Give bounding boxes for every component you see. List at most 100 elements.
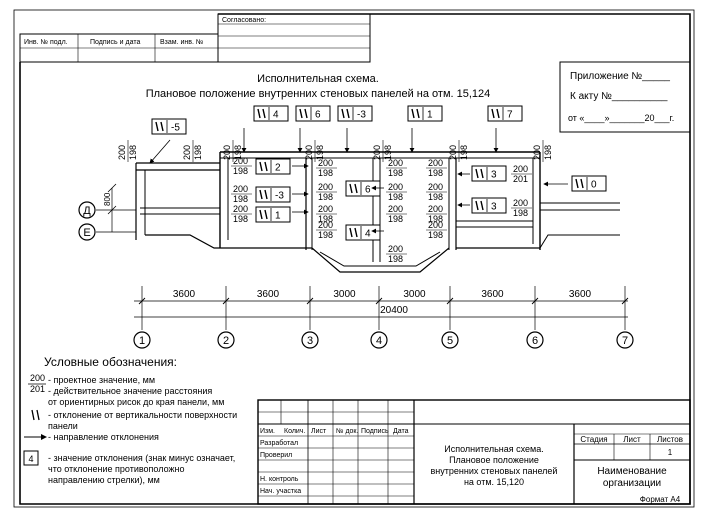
design-value: 200: [304, 145, 314, 160]
axis-4-circle: [370, 331, 388, 349]
callout-c-6: 6: [295, 105, 331, 122]
actual-value: 198: [428, 192, 443, 202]
deviation-arrow: [149, 139, 171, 164]
callout-c-4: 4: [253, 105, 289, 122]
legend-item-3b: панели: [48, 421, 78, 431]
callout-value: -3: [275, 191, 284, 202]
stamp-r-razr: Разработал: [260, 439, 298, 447]
stamp-r-nach: Нач. участка: [260, 488, 301, 495]
doc-title-1: Исполнительная схема.: [444, 444, 544, 454]
measure-marks-layer: 2001982001982001982001982001982001982001…: [117, 140, 553, 264]
inv-orig-label: Инв. № подл.: [24, 39, 68, 46]
legend-item-2a: - действительное значение расстояния: [48, 386, 212, 396]
legend-item-1: - проектное значение, мм: [48, 375, 155, 385]
legend-item-5a: - значение отклонения (знак минус означа…: [48, 453, 235, 463]
callout-value: 6: [315, 110, 321, 121]
legend: Условные обозначения: 200 201 - проектно…: [23, 355, 237, 485]
actual-value: 198: [428, 230, 443, 240]
axis-e-circle: [78, 223, 96, 241]
design-value: 200: [388, 204, 403, 214]
sign-date-label: Подпись и дата: [90, 39, 140, 46]
design-value: 200: [513, 164, 528, 174]
actual-value: 198: [128, 145, 138, 160]
callout-c-2: 2: [255, 158, 291, 175]
design-value: 200: [388, 182, 403, 192]
row-axes: Д Е 800: [78, 183, 136, 241]
callout-value: 1: [275, 211, 281, 222]
callout-value: -3: [357, 110, 366, 121]
stamp-sheets-value: 1: [668, 448, 673, 457]
design-value: 200: [428, 182, 443, 192]
actual-value: 198: [388, 214, 403, 224]
axis-d-label: Д: [83, 205, 91, 217]
axis-d-circle: [78, 201, 96, 219]
design-value: 200: [428, 204, 443, 214]
actual-value: 198: [383, 145, 393, 160]
dim-800: 800: [103, 192, 112, 206]
actual-value: 198: [318, 214, 333, 224]
callout-c-0: 0: [571, 175, 607, 192]
total-span: 20400: [380, 305, 408, 316]
callout-value: 1: [427, 110, 433, 121]
axis-3-circle: [301, 331, 319, 349]
floor-plan: [135, 151, 620, 273]
format-label: Формат А4: [640, 495, 681, 504]
stamp-h-data: Дата: [393, 428, 409, 435]
appendix-line-3: от «____»_______20___г.: [568, 113, 674, 123]
span-1: 3600: [173, 289, 196, 300]
span-3: 3000: [333, 289, 356, 300]
callout-c-3b: 3: [471, 197, 507, 214]
legend-item-2b: от ориентирных рисок до края панели, мм: [48, 397, 224, 407]
callout-c-m3-top: -3: [337, 105, 373, 122]
legend-item-4: - направление отклонения: [48, 432, 159, 442]
callout-value: 4: [365, 229, 371, 240]
legend-item-3a: - отклонение от вертикальности поверхнос…: [48, 410, 237, 420]
stamp-h-kol: Колич.: [284, 428, 305, 435]
span-2: 3600: [257, 289, 280, 300]
span-4: 3000: [403, 289, 426, 300]
outer-frame: [13, 9, 695, 508]
callout-c-m3: -3: [255, 186, 291, 203]
callout-value: 3: [491, 170, 497, 181]
title-block-text: Изм. Колич. Лист № док. Подпись Дата Раз…: [260, 428, 683, 504]
design-value: 200: [428, 158, 443, 168]
actual-value: 198: [315, 145, 325, 160]
actual-value: 198: [459, 145, 469, 160]
actual-value: 198: [388, 192, 403, 202]
design-value: 200: [233, 156, 248, 166]
verticality-icon: [31, 409, 40, 421]
axis-6-label: 6: [532, 335, 538, 347]
stamp-h-podp: Подпись: [361, 428, 389, 435]
legend-box-value: 4: [28, 454, 33, 464]
axis-6-circle: [526, 331, 544, 349]
actual-value: 198: [233, 145, 243, 160]
legend-value-box: [23, 450, 39, 466]
axis-e-label: Е: [83, 227, 90, 239]
legend-title: Условные обозначения:: [44, 355, 177, 369]
callout-c-6b: 6: [345, 180, 381, 197]
agreed-label: Согласовано:: [222, 17, 266, 24]
stamp-r-nkontr: Н. контроль: [260, 476, 299, 483]
doc-title-2: Плановое положение: [449, 455, 539, 465]
axis-7-circle: [616, 331, 634, 349]
appendix-line-2: К акту №__________: [570, 91, 668, 102]
actual-value: 198: [233, 214, 248, 224]
callout-value: 4: [273, 110, 279, 121]
actual-value: 198: [233, 194, 248, 204]
actual-value: 201: [513, 174, 528, 184]
axis-7-label: 7: [622, 335, 628, 347]
actual-value: 198: [388, 168, 403, 178]
org-line-2: организации: [603, 478, 661, 489]
